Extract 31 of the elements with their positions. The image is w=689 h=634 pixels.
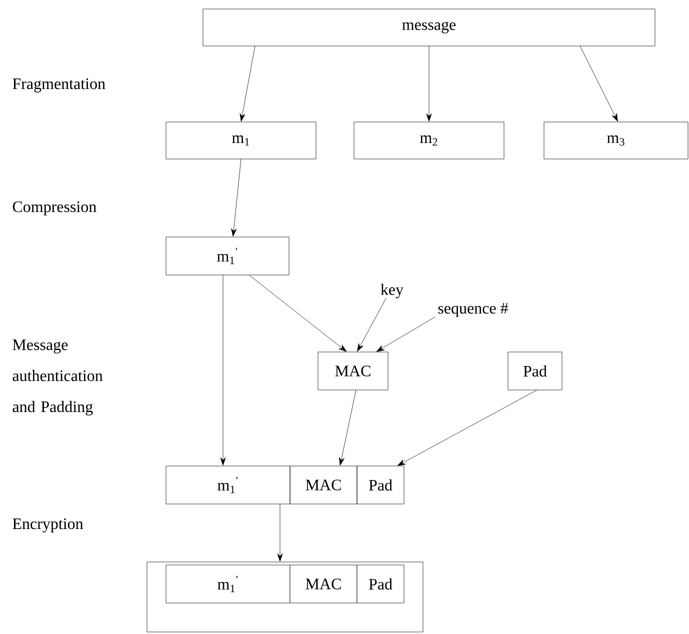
arrow	[220, 274, 226, 466]
process-box: MAC	[318, 352, 388, 390]
stage-label: Compression	[12, 201, 96, 216]
arrow	[248, 274, 347, 352]
record-cell: Pad	[356, 564, 404, 604]
arrow	[240, 46, 256, 122]
process-box: m$_{2}$	[354, 122, 504, 160]
arrow	[580, 46, 618, 122]
arrow	[277, 504, 283, 562]
arrow	[357, 298, 386, 352]
record-cell: MAC	[290, 564, 358, 604]
arrow	[339, 390, 356, 466]
process-box: message	[202, 8, 656, 46]
input-text: key	[380, 284, 404, 298]
input-text: sequence #	[438, 303, 508, 317]
record-cell: m$_{1}$′	[166, 564, 290, 604]
record-cell: Pad	[356, 466, 404, 504]
encrypted-record-box	[146, 562, 424, 632]
arrow	[426, 46, 432, 122]
stage-label: Message authentication and Padding	[12, 340, 103, 416]
process-box: m$_{1}$	[166, 122, 316, 160]
process-box: m$_{1}$′	[166, 236, 290, 276]
record-cell: m$_{1}$′	[166, 466, 290, 504]
stage-label: Fragmentation	[12, 78, 106, 92]
arrow	[376, 316, 436, 352]
process-box: m$_{3}$	[544, 122, 688, 160]
arrow	[231, 158, 242, 237]
stage-label: Encryption	[12, 518, 84, 532]
process-box: Pad	[508, 352, 562, 390]
record-cell: MAC	[290, 466, 358, 504]
arrow	[397, 390, 538, 466]
